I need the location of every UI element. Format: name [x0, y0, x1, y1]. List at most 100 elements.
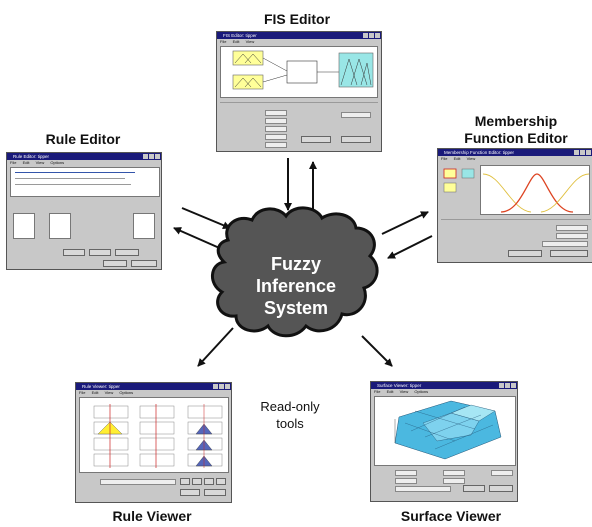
- surface-menu-options[interactable]: Options: [414, 389, 429, 394]
- center-text-line1: Fuzzy: [271, 254, 321, 274]
- ruleview-menu-options[interactable]: Options: [119, 390, 134, 395]
- surface-plot-pane[interactable]: [374, 396, 516, 466]
- arrow-surface-viewer: [361, 335, 393, 367]
- fis-aggregation-field[interactable]: [265, 134, 287, 140]
- fis-diagram: [232, 50, 374, 90]
- rule-menu-file[interactable]: File: [10, 160, 17, 165]
- ruleview-title-bar: Rule Viewer: tipper: [76, 383, 231, 390]
- surface-xgrid-field[interactable]: [395, 478, 417, 484]
- ruleview-menu-edit[interactable]: Edit: [91, 390, 99, 395]
- mf-menu-edit[interactable]: Edit: [453, 156, 461, 161]
- surface-yinput-field[interactable]: [443, 470, 465, 476]
- ruleview-down-button[interactable]: [204, 478, 214, 485]
- surface-help-button[interactable]: [463, 485, 485, 492]
- rule-change-button[interactable]: [115, 249, 139, 256]
- readonly-tools-label: Read-only tools: [250, 398, 330, 432]
- surface-menu-file[interactable]: File: [374, 389, 381, 394]
- readonly-line1: Read-only: [260, 399, 320, 414]
- surface-close-button[interactable]: [489, 485, 513, 492]
- ruleview-menu-view[interactable]: View: [104, 390, 114, 395]
- rule-menu-view[interactable]: View: [35, 160, 45, 165]
- ruleview-plot-pane[interactable]: [79, 397, 229, 473]
- readonly-line2: tools: [276, 416, 304, 431]
- mf-menu-bar: File Edit View: [438, 156, 592, 162]
- center-text-line3: System: [264, 298, 328, 318]
- mf-menu-view[interactable]: View: [466, 156, 476, 161]
- surface-viewer-window: Surface Viewer: tipper File Edit View Op…: [370, 381, 518, 502]
- fis-close-button[interactable]: [341, 136, 371, 143]
- rule-input2-list[interactable]: [49, 213, 71, 239]
- surface-plot: [394, 400, 502, 460]
- ruleview-window-controls[interactable]: [212, 384, 230, 391]
- mf-title-bar: Membership Function Editor: tipper: [438, 149, 592, 156]
- fis-menu-view[interactable]: View: [245, 39, 255, 44]
- mf-help-button[interactable]: [508, 250, 542, 257]
- fis-menu-file[interactable]: File: [220, 39, 227, 44]
- mf-params-field[interactable]: [542, 241, 588, 247]
- surface-ref-input-field[interactable]: [395, 486, 451, 492]
- ruleview-left-button[interactable]: [180, 478, 190, 485]
- fis-menu-edit[interactable]: Edit: [232, 39, 240, 44]
- rule-title-bar: Rule Editor: tipper: [7, 153, 161, 160]
- arrow-mf-in: [387, 235, 433, 259]
- rule-input1-list[interactable]: [13, 213, 35, 239]
- fis-and-method-field[interactable]: [265, 110, 287, 116]
- ruleview-right-button[interactable]: [192, 478, 202, 485]
- ruleview-up-button[interactable]: [216, 478, 226, 485]
- rule-output-list[interactable]: [133, 213, 155, 239]
- rule-viewer-label: Rule Viewer: [112, 508, 192, 524]
- surface-viewer-label: Surface Viewer: [400, 508, 502, 524]
- mf-editor-label-line1: Membership: [474, 113, 558, 129]
- mf-curves: [482, 173, 590, 213]
- surface-ygrid-field[interactable]: [443, 478, 465, 484]
- surface-menu-view[interactable]: View: [399, 389, 409, 394]
- surface-xinput-field[interactable]: [395, 470, 417, 476]
- surface-window-controls[interactable]: [498, 383, 516, 390]
- mf-window-title: Membership Function Editor: tipper: [444, 150, 515, 155]
- ruleview-close-button[interactable]: [204, 489, 226, 496]
- surface-menu-edit[interactable]: Edit: [386, 389, 394, 394]
- mf-divider: [441, 219, 591, 220]
- fis-window-controls[interactable]: [362, 33, 380, 40]
- mf-name-field[interactable]: [556, 225, 588, 231]
- mf-editor-window: Membership Function Editor: tipper File …: [437, 148, 592, 263]
- mf-menu-file[interactable]: File: [441, 156, 448, 161]
- fis-name-field[interactable]: [341, 112, 371, 118]
- fis-or-method-field[interactable]: [265, 118, 287, 124]
- mf-window-controls[interactable]: [573, 150, 591, 157]
- ruleview-menu-file[interactable]: File: [79, 390, 86, 395]
- arrow-mf-out: [381, 211, 429, 235]
- ruleview-help-button[interactable]: [180, 489, 200, 496]
- ruleview-input-field[interactable]: [100, 479, 176, 485]
- surface-menu-bar: File Edit View Options: [371, 389, 517, 395]
- rule-menu-options[interactable]: Options: [50, 160, 65, 165]
- fis-help-button[interactable]: [301, 136, 331, 143]
- fis-window-title: FIS Editor: tipper: [223, 33, 257, 38]
- fis-defuzz-field[interactable]: [265, 142, 287, 148]
- fis-implication-field[interactable]: [265, 126, 287, 132]
- ruleview-window-title: Rule Viewer: tipper: [82, 384, 120, 389]
- fis-editor-window: FIS Editor: tipper File Edit View: [216, 31, 382, 152]
- mf-close-button[interactable]: [550, 250, 588, 257]
- ruleview-menu-bar: File Edit View Options: [76, 390, 231, 396]
- rule-list-pane[interactable]: [10, 167, 160, 197]
- arrow-rule-viewer: [197, 327, 234, 367]
- fis-editor-label: FIS Editor: [263, 11, 331, 27]
- rule-menu-edit[interactable]: Edit: [22, 160, 30, 165]
- fis-divider: [220, 102, 378, 103]
- surface-zoutput-field[interactable]: [491, 470, 513, 476]
- mf-plot-pane[interactable]: [480, 165, 590, 215]
- rule-window-controls[interactable]: [142, 154, 160, 161]
- arrow-rule-out: [173, 227, 225, 251]
- mf-type-field[interactable]: [556, 233, 588, 239]
- rule-help-button[interactable]: [103, 260, 127, 267]
- ruleview-plots: [93, 404, 223, 468]
- rule-close-button[interactable]: [131, 260, 157, 267]
- arrow-rule-in: [181, 207, 231, 229]
- fis-menu-bar: File Edit View: [217, 39, 381, 45]
- surface-window-title: Surface Viewer: tipper: [377, 383, 422, 388]
- rule-add-button[interactable]: [89, 249, 111, 256]
- rule-delete-button[interactable]: [63, 249, 85, 256]
